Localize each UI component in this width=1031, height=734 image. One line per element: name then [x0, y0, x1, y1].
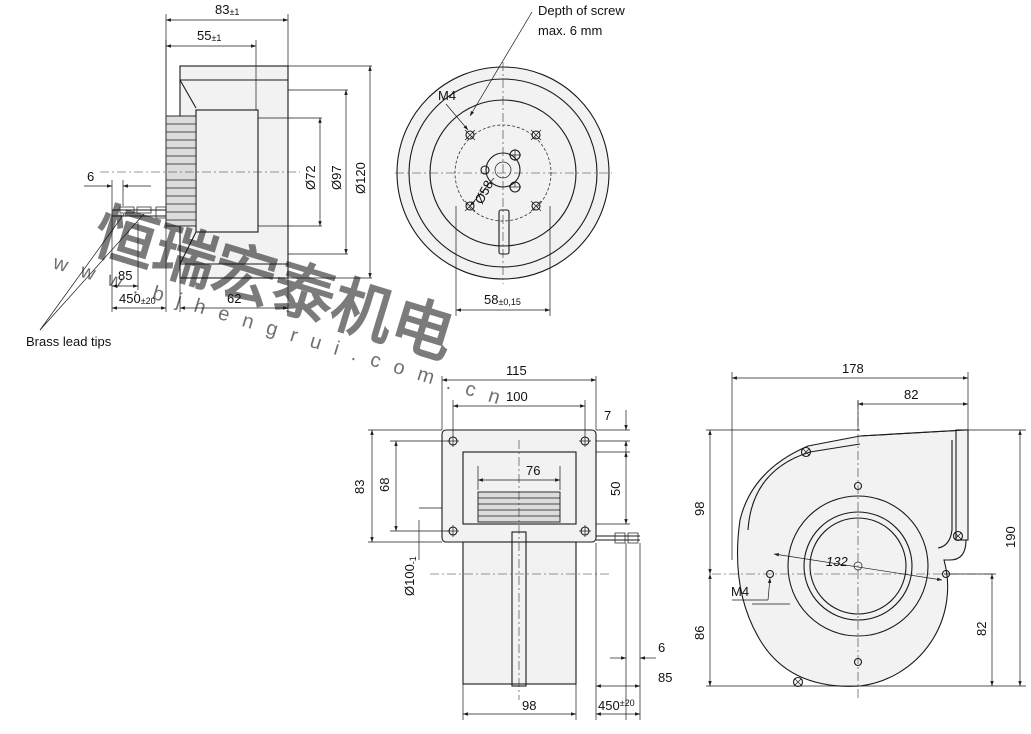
housing-dim-98: 98	[692, 502, 707, 516]
housing-dim-86: 86	[692, 626, 707, 640]
screw-depth-line2: max. 6 mm	[538, 23, 602, 38]
side-inlet-fins	[165, 115, 197, 227]
housing-dim-132: 132	[826, 554, 848, 569]
housing-dim-m4: M4	[731, 584, 749, 599]
outlet-dim-50: 50	[608, 482, 623, 496]
side-view: 83±1 55±1 6 85 450±20 62 Ø72 Ø97 Ø120 Br…	[26, 2, 372, 349]
side-dim-dia72: Ø72	[303, 165, 318, 190]
front-dim-m4: M4	[438, 88, 456, 103]
outlet-dim-6: 6	[658, 640, 665, 655]
outlet-dim-98: 98	[522, 698, 536, 713]
outlet-dim-115: 115	[506, 363, 527, 378]
brass-lead-note: Brass lead tips	[26, 334, 112, 349]
front-dim-58: 58±0,15	[484, 292, 521, 307]
housing-dim-190: 190	[1003, 526, 1018, 548]
outlet-view: 115 100 7 83 68 76 50 Ø100-1 6 85 98 450…	[352, 363, 672, 720]
housing-volute	[736, 429, 967, 687]
outlet-dim-83: 83	[352, 480, 367, 494]
housing-tab	[955, 429, 969, 541]
side-dim-dia120: Ø120	[353, 162, 368, 194]
outlet-body	[462, 541, 577, 685]
screw-depth-line1: Depth of screw	[538, 3, 625, 18]
front-view: Depth of screw max. 6 mm M4 Ø58 58±0,15	[395, 3, 625, 316]
side-motor	[195, 109, 259, 233]
housing-dim-178: 178	[842, 361, 864, 376]
side-dim-85: 85	[118, 268, 132, 283]
outlet-dim-76: 76	[526, 463, 540, 478]
outlet-dim-100: 100	[506, 389, 528, 404]
side-dim-6: 6	[87, 169, 94, 184]
housing-dim-82-top: 82	[904, 387, 918, 402]
outlet-dim-450: 450±20	[598, 698, 635, 713]
side-dim-62: 62	[227, 291, 241, 306]
outlet-dim-7: 7	[604, 408, 611, 423]
outlet-dim-68: 68	[377, 478, 392, 492]
outlet-dim-dia100: Ø100-1	[402, 556, 418, 596]
side-dim-55: 55±1	[197, 28, 221, 43]
side-dim-83: 83±1	[215, 2, 239, 17]
housing-dim-82-side: 82	[974, 622, 989, 636]
housing-view: 178 82 98 190 132 M4 86 82	[692, 361, 1026, 700]
side-dim-450: 450±20	[119, 291, 156, 306]
outlet-dim-85: 85	[658, 670, 672, 685]
housing-x-holes	[792, 446, 964, 688]
side-dim-dia97: Ø97	[329, 165, 344, 190]
side-leads	[112, 206, 167, 219]
